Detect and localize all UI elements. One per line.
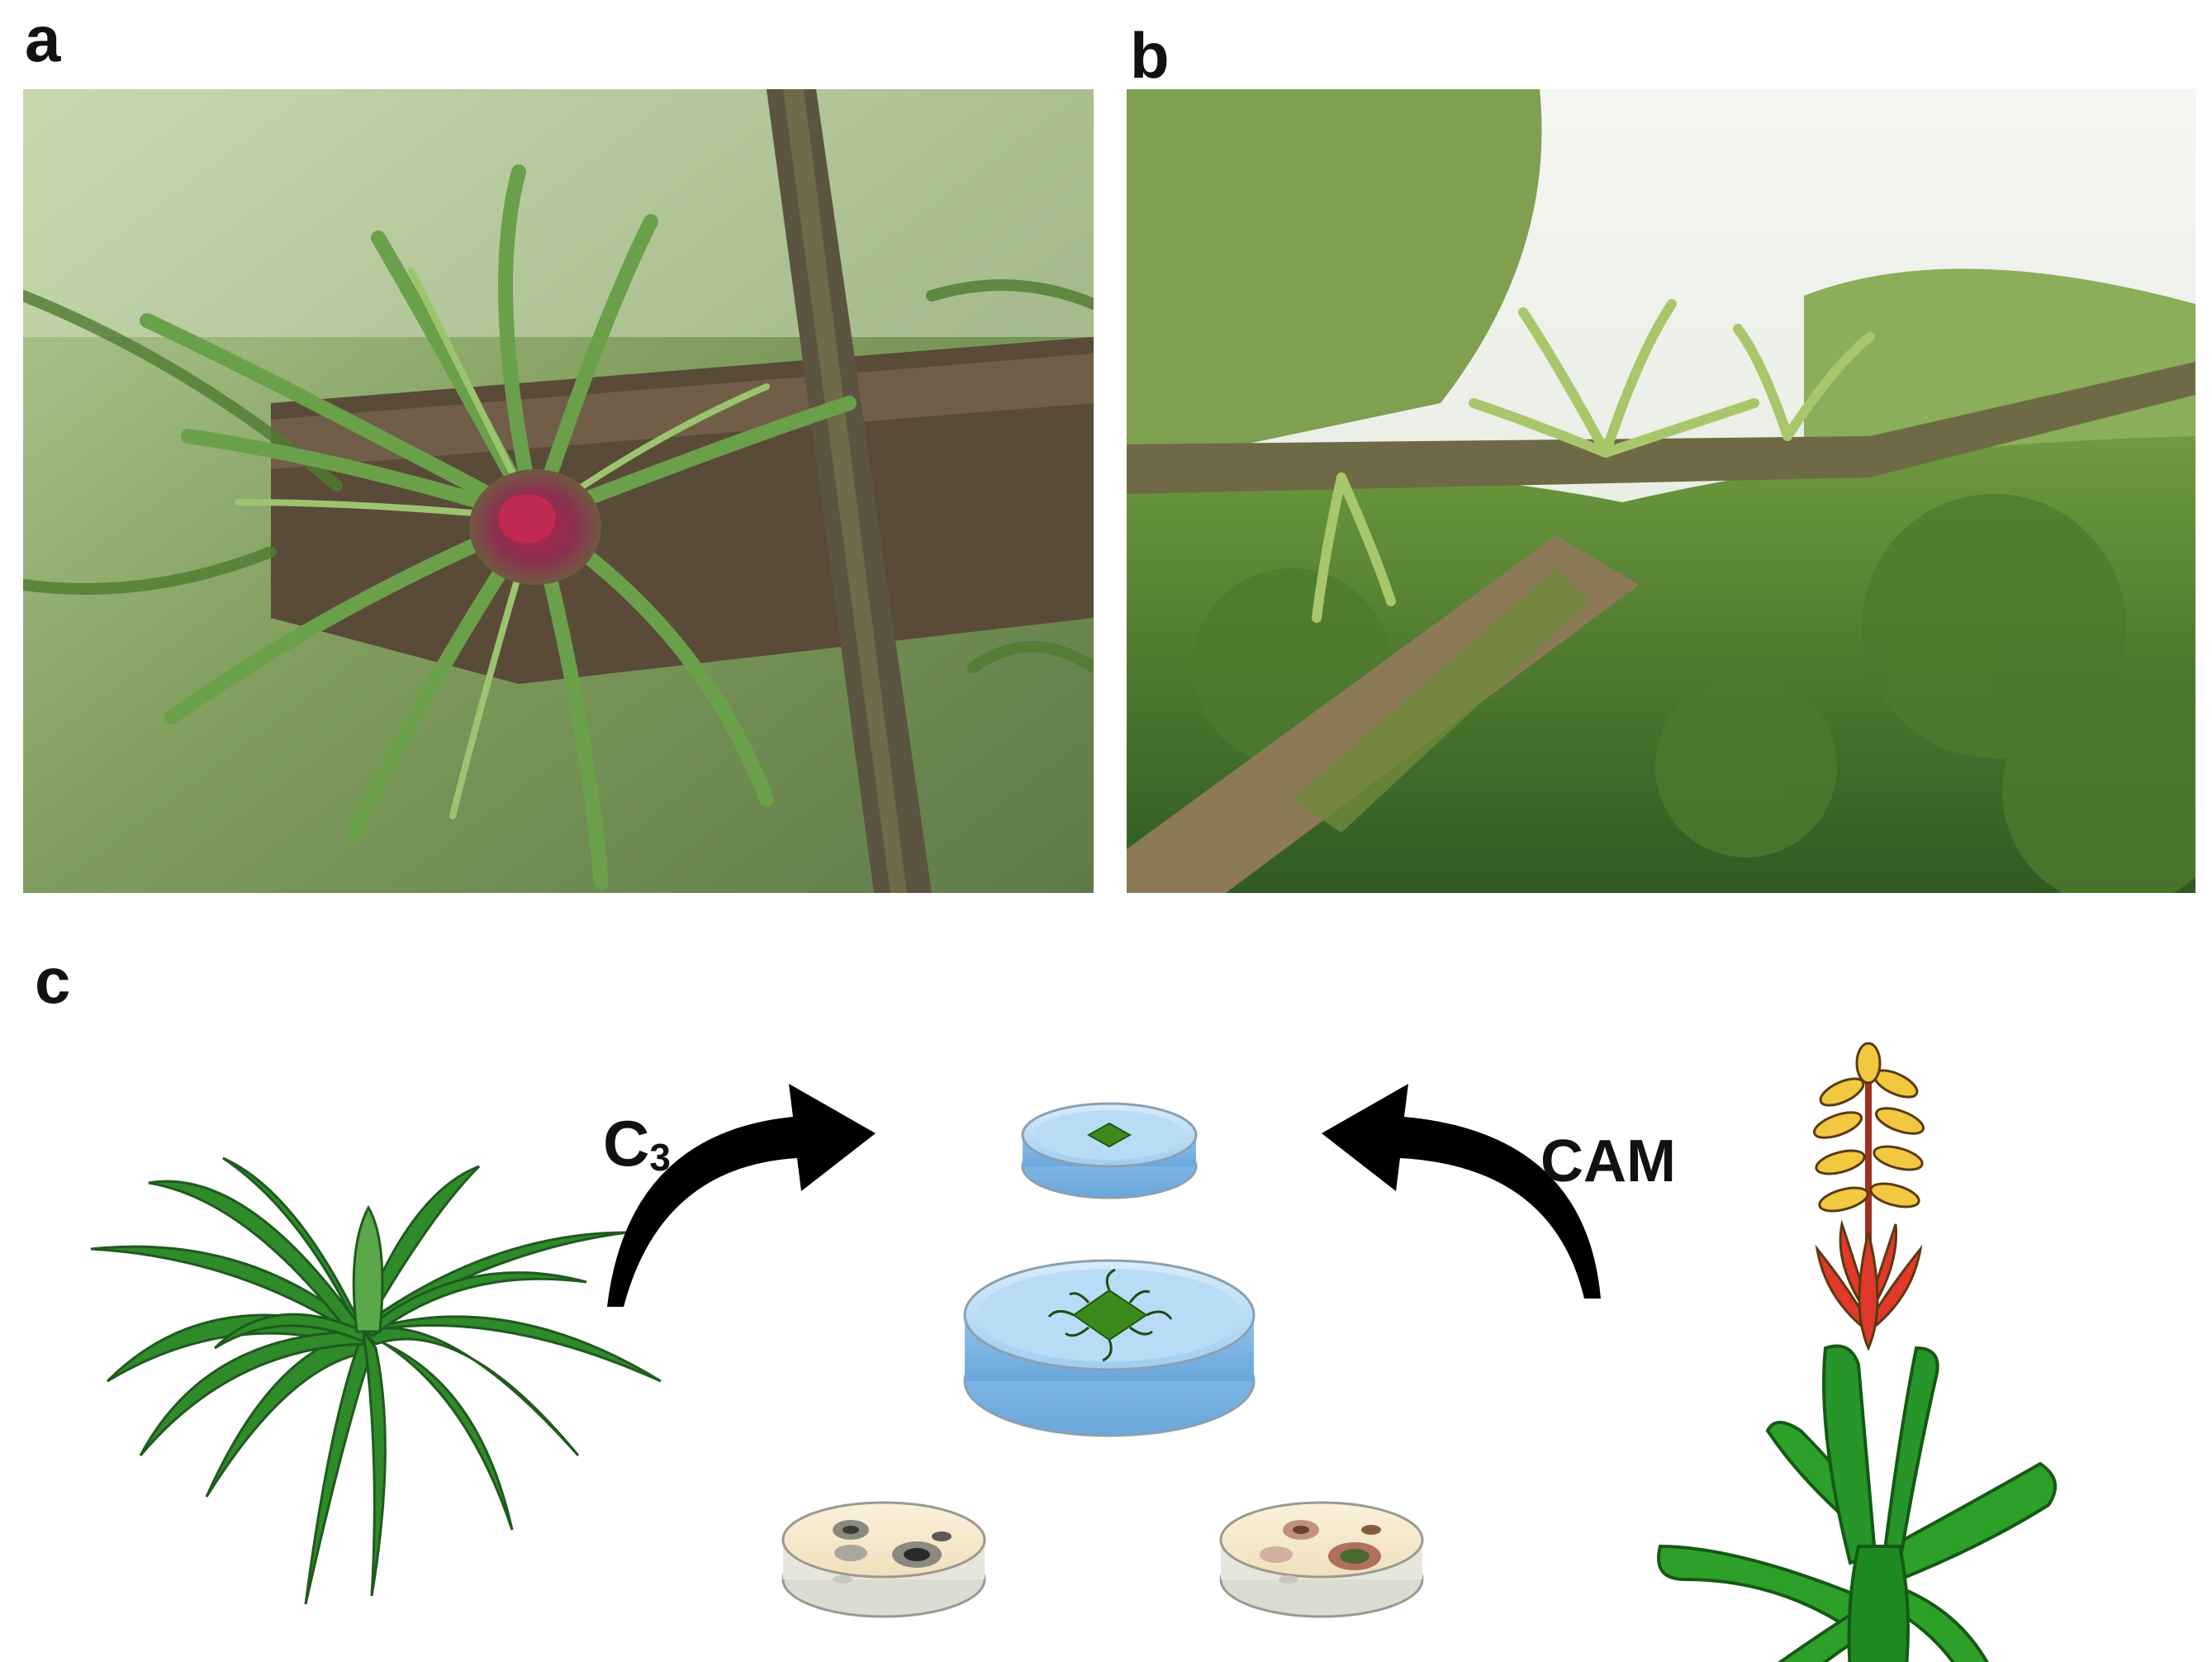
- photo-bromeliad-closeup: [23, 89, 1094, 893]
- c3-label-subscript: 3: [649, 1136, 671, 1179]
- agar-plate-fungal-colonies-2: [1219, 1501, 1424, 1618]
- photo-canopy-branch: [1127, 89, 2195, 893]
- c3-arrow: [607, 1084, 876, 1307]
- c3-bromeliad-illustration: [90, 1156, 662, 1605]
- c3-label-main: C: [603, 1107, 650, 1180]
- agar-plate-fungal-colonies-1: [781, 1501, 986, 1618]
- inflorescence: [1813, 1042, 1925, 1351]
- petri-dish-large-blue: [963, 1259, 1256, 1437]
- panel-a-label: a: [25, 2, 61, 75]
- schematic-diagram: [90, 1042, 2057, 1662]
- panel-c-label: c: [35, 944, 71, 1017]
- cam-arrow: [1322, 1084, 1601, 1299]
- cam-pathway-label: CAM: [1540, 1128, 1676, 1194]
- c3-pathway-label: C3: [603, 1111, 671, 1176]
- cam-bromeliad-illustration: [1657, 1042, 2057, 1662]
- panel-b-label: b: [1130, 19, 1170, 92]
- petri-dish-small-blue: [1021, 1102, 1198, 1199]
